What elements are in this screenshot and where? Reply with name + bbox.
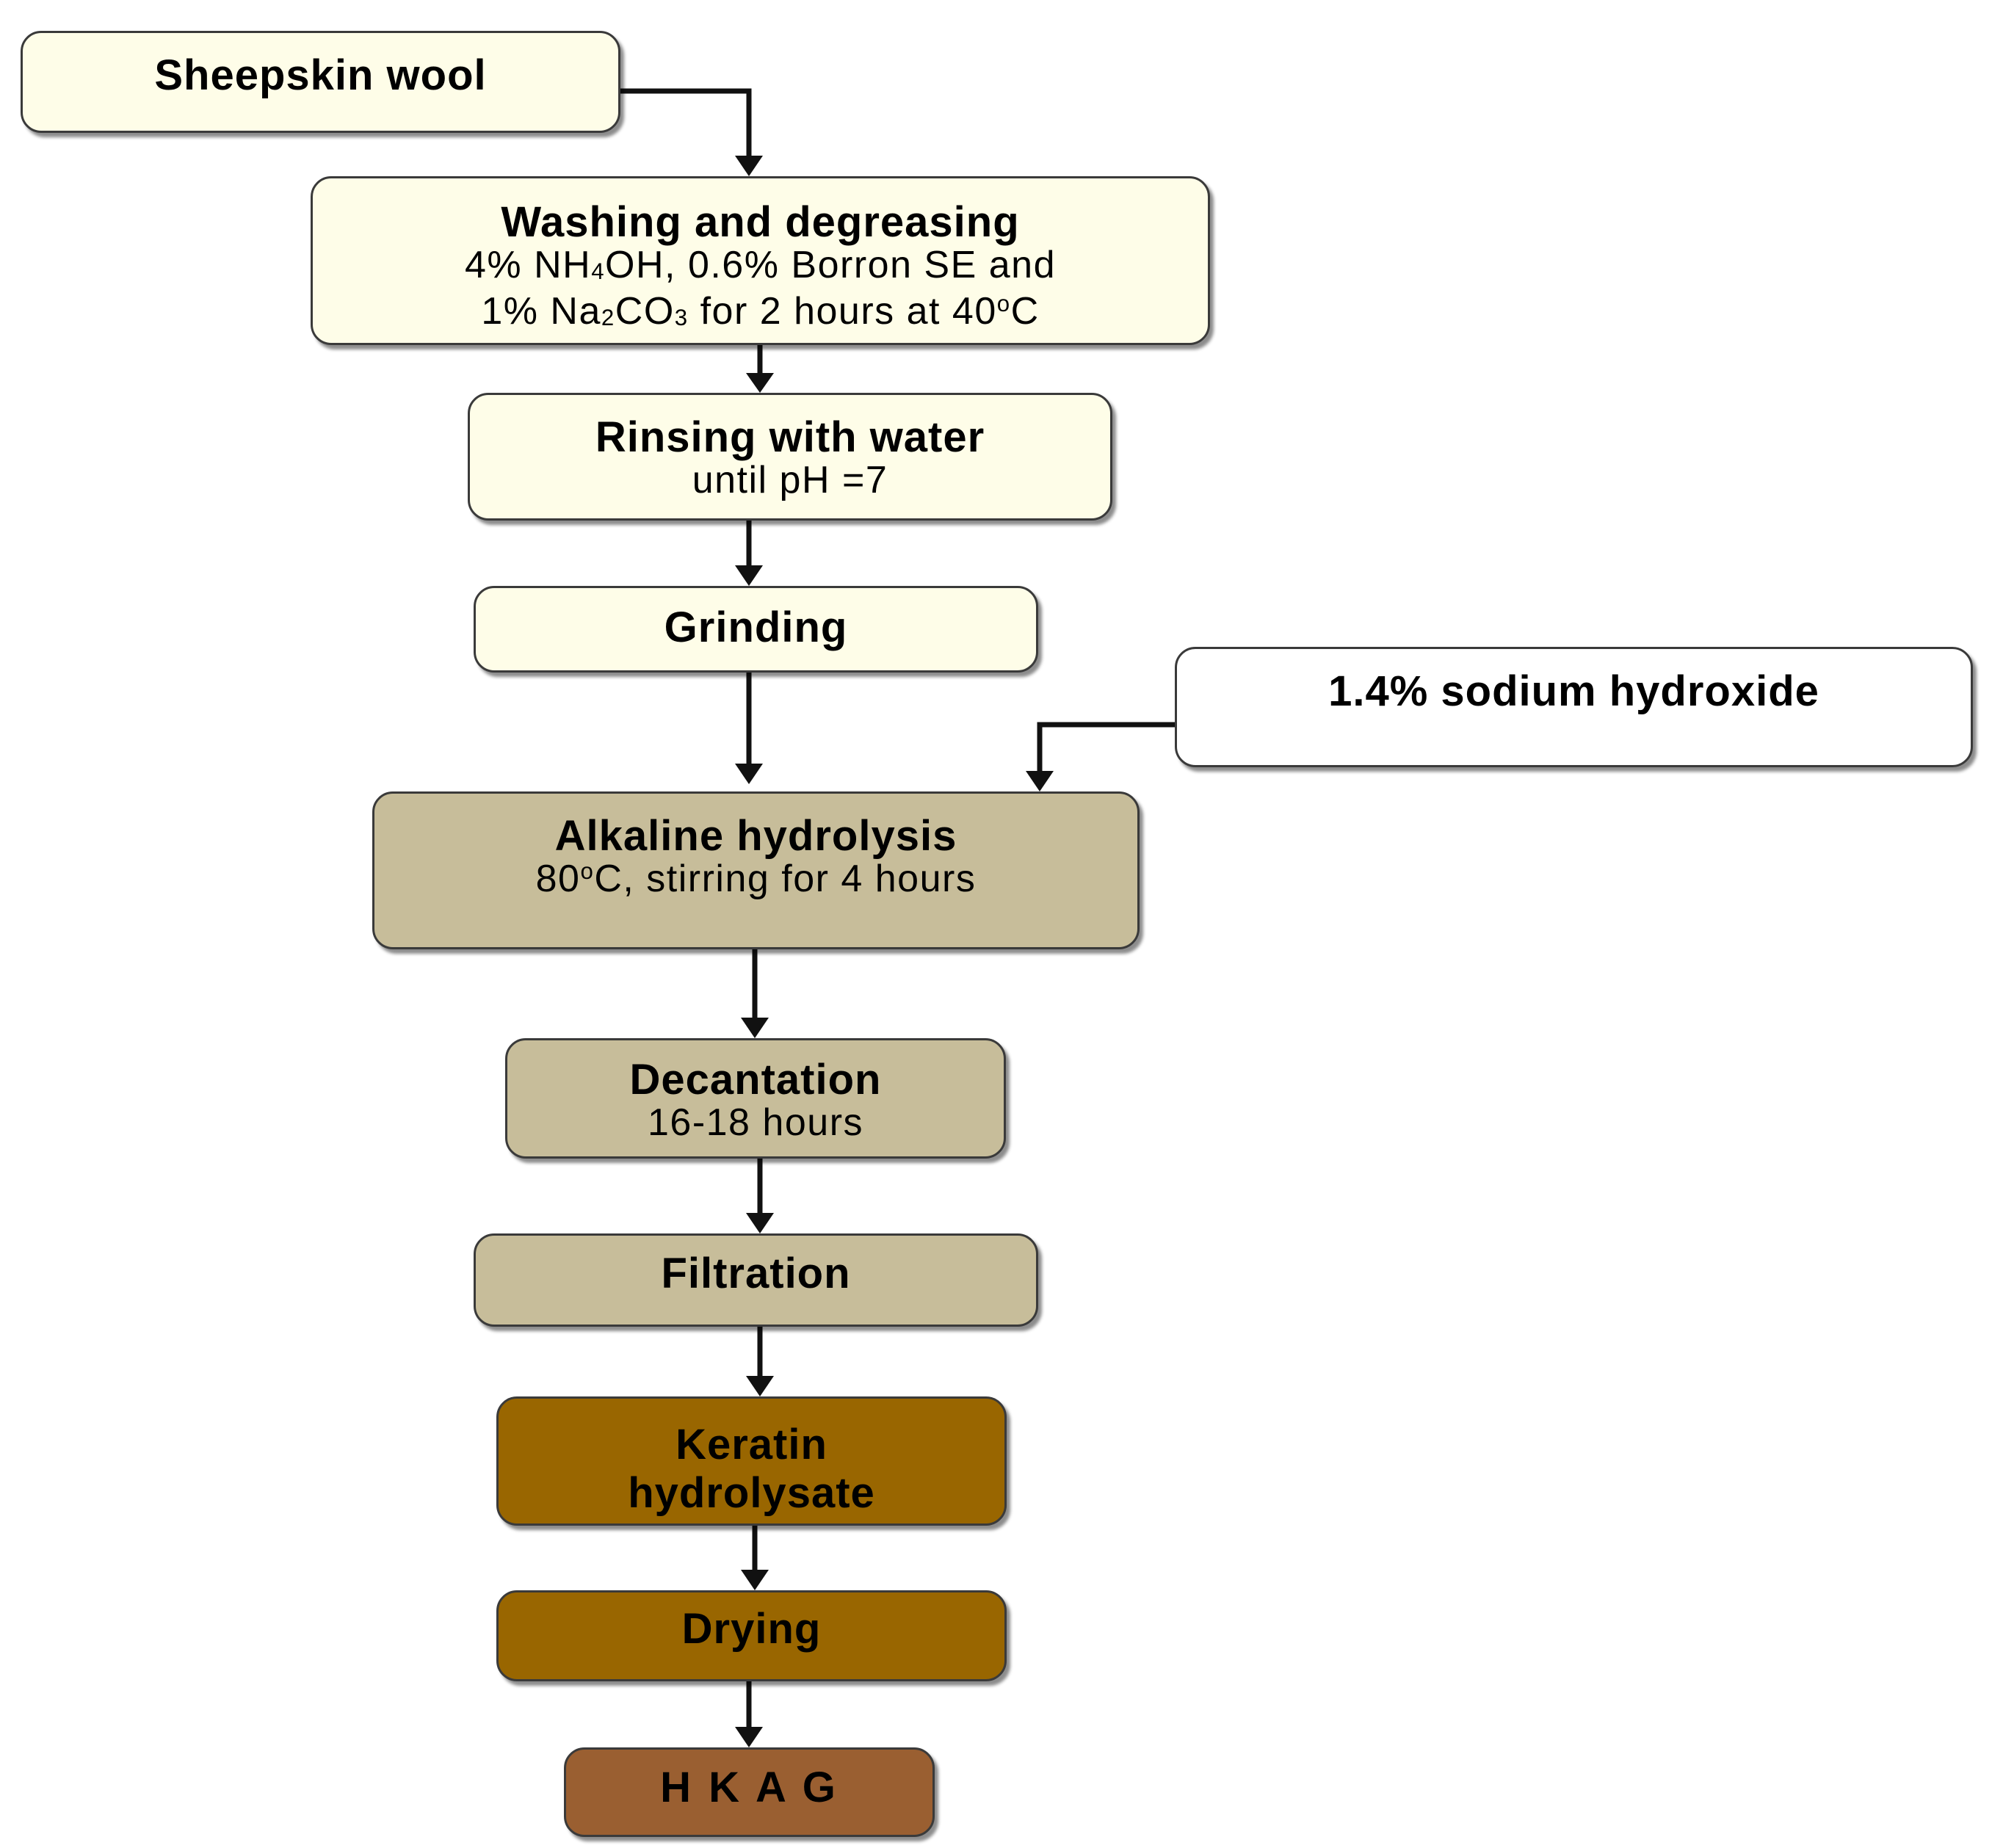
step-grinding-title: Grinding xyxy=(664,604,848,651)
arrowhead-hydrolysis xyxy=(735,764,763,784)
step-drying: Drying xyxy=(496,1590,1007,1681)
step-rinsing-subtitle: until pH =7 xyxy=(692,459,888,501)
step-washing-degreasing: Washing and degreasing 4% NH4OH, 0.6% Bo… xyxy=(311,176,1210,345)
step-washing-title: Washing and degreasing xyxy=(501,198,1020,246)
arrow-wool-to-washing xyxy=(620,88,752,156)
step-decantation-subtitle: 16-18 hours xyxy=(647,1101,864,1144)
step-hkag: H K A G xyxy=(564,1747,935,1837)
arrowhead-hkag xyxy=(735,1727,763,1747)
step-hkag-title: H K A G xyxy=(660,1764,839,1811)
step-filtration-title: Filtration xyxy=(661,1250,851,1297)
step-keratin-hydrolysate: Keratin hydrolysate xyxy=(496,1396,1007,1526)
step-hydrolysis-title: Alkaline hydrolysis xyxy=(554,812,957,860)
step-grinding: Grinding xyxy=(474,586,1038,673)
step-drying-title: Drying xyxy=(681,1605,822,1653)
arrowhead-keratin xyxy=(746,1376,774,1396)
arrowhead-filtration xyxy=(746,1213,774,1233)
step-rinsing: Rinsing with water until pH =7 xyxy=(468,393,1112,521)
arrowhead-naoh xyxy=(1026,771,1054,791)
step-filtration: Filtration xyxy=(474,1233,1038,1327)
step-hydrolysis-subtitle: 80oC, stirring for 4 hours xyxy=(535,858,977,900)
step-sodium-hydroxide-title: 1.4% sodium hydroxide xyxy=(1328,667,1819,715)
step-sheepskin-wool: Sheepskin wool xyxy=(21,31,620,133)
arrowhead-washing xyxy=(735,156,763,176)
step-keratin-line2: hydrolysate xyxy=(628,1469,875,1517)
arrowhead-decantation xyxy=(741,1018,769,1038)
step-alkaline-hydrolysis: Alkaline hydrolysis 80oC, stirring for 4… xyxy=(372,791,1140,949)
step-keratin-line1: Keratin xyxy=(676,1421,827,1468)
step-sheepskin-wool-title: Sheepskin wool xyxy=(154,51,487,99)
step-washing-line1: 4% NH4OH, 0.6% Borron SE and xyxy=(464,244,1057,286)
arrowhead-drying xyxy=(741,1570,769,1590)
step-decantation: Decantation 16-18 hours xyxy=(505,1038,1006,1159)
step-decantation-title: Decantation xyxy=(629,1056,882,1104)
arrow-naoh-to-hydrolysis xyxy=(1037,722,1175,771)
step-washing-line2: 1% Na2CO3 for 2 hours at 40oC xyxy=(481,290,1040,333)
arrowhead-grinding xyxy=(735,565,763,586)
step-rinsing-title: Rinsing with water xyxy=(595,413,985,461)
arrowhead-rinsing xyxy=(746,373,774,393)
step-sodium-hydroxide: 1.4% sodium hydroxide xyxy=(1175,647,1973,767)
